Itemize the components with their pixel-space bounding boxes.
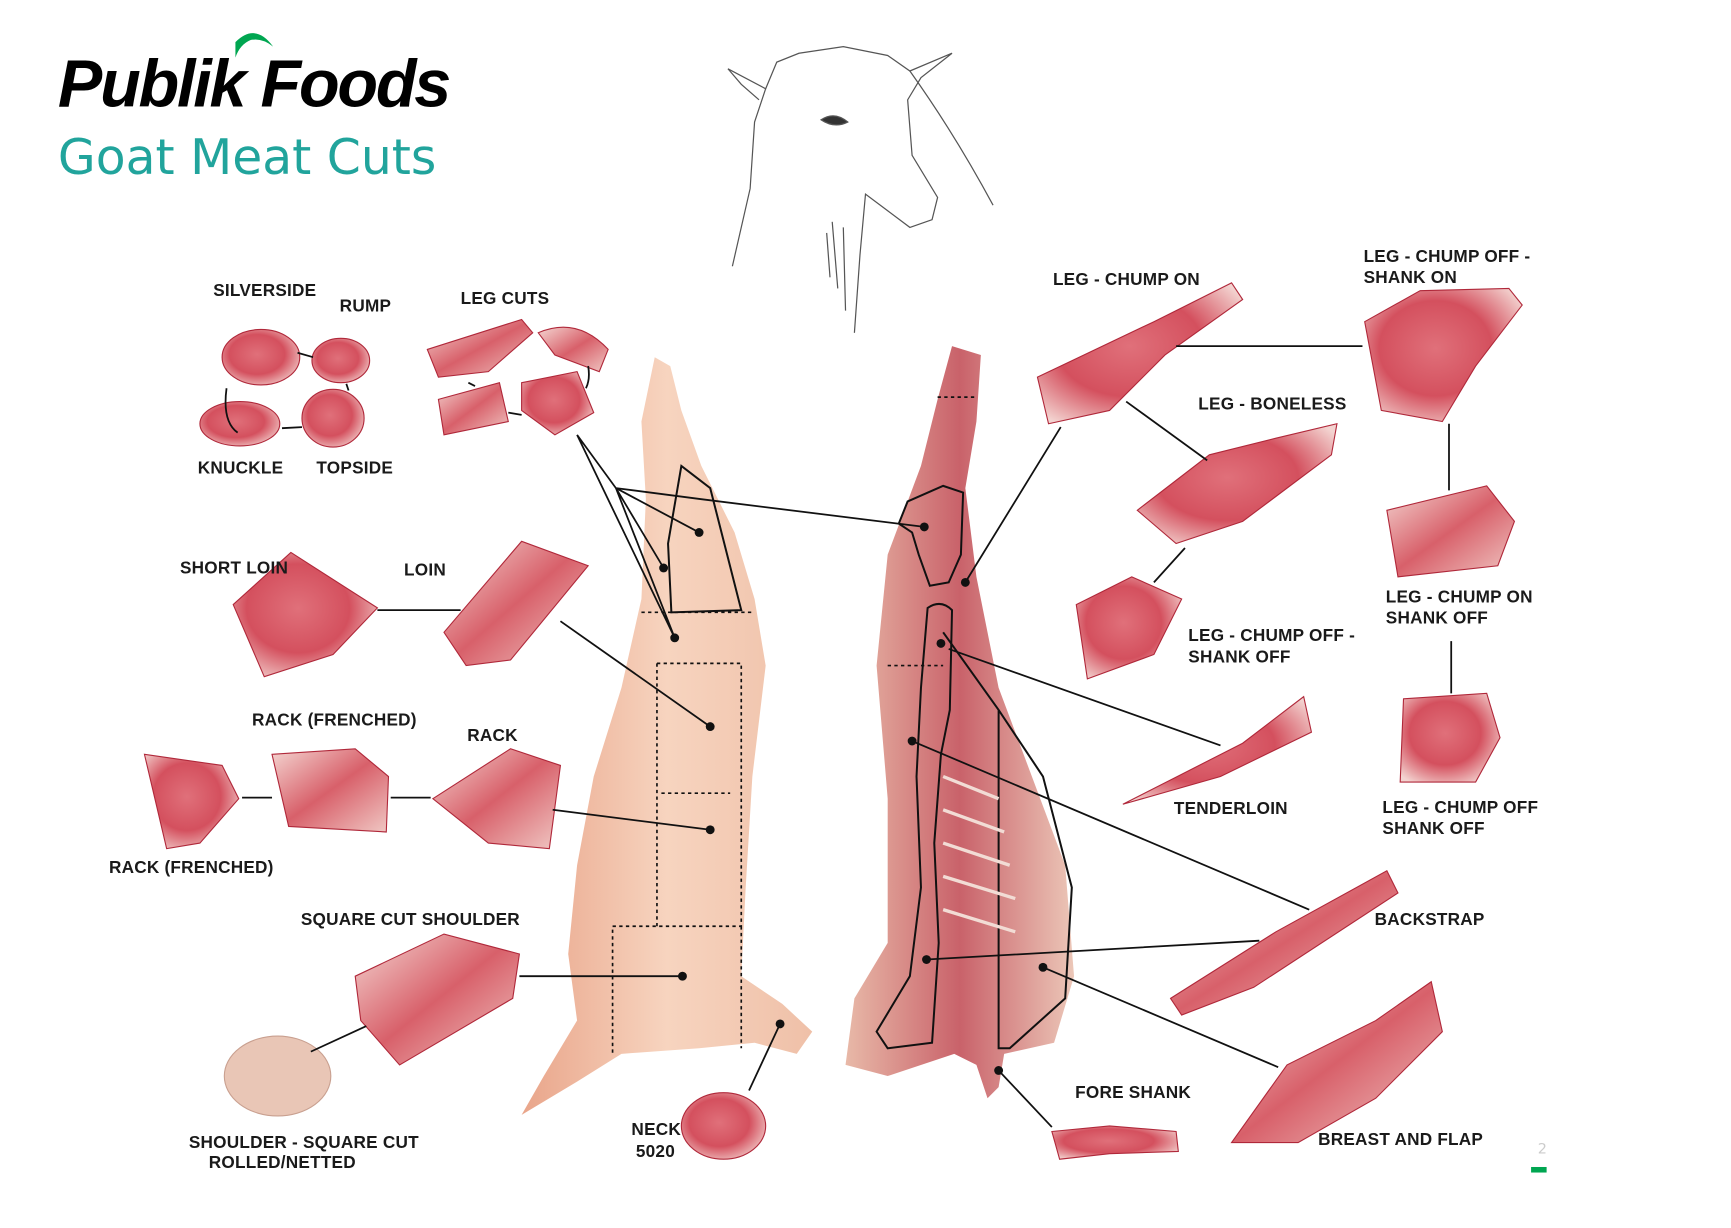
loin-image [443, 540, 590, 667]
leg-cut-4-image [521, 370, 595, 436]
label-short-loin: SHORT LOIN [180, 558, 288, 578]
label-leg-chump-off-shank-on-line2: SHANK ON [1364, 267, 1457, 287]
label-loin: LOIN [404, 560, 446, 580]
label-leg-cuts: LEG CUTS [461, 288, 550, 308]
tenderloin-image [1122, 695, 1313, 805]
label-square-cut-shoulder: SQUARE CUT SHOULDER [301, 909, 520, 929]
page-number: 2 [1538, 1142, 1547, 1158]
short-loin-image [232, 551, 379, 678]
label-leg-chump-on-shank-off-line2: SHANK OFF [1386, 607, 1488, 627]
square-cut-shoulder-image [354, 933, 521, 1066]
leg-chump-off-shank-on-image [1364, 287, 1523, 423]
label-fore-shank: FORE SHANK [1075, 1082, 1191, 1102]
topside-image [301, 388, 365, 448]
carcass-inner-view [845, 346, 1075, 1099]
rack-frenched-left-image [143, 753, 240, 850]
page-accent-bar [1531, 1166, 1547, 1173]
label-tenderloin: TENDERLOIN [1174, 798, 1288, 818]
leg-cut-1-image [426, 318, 534, 378]
label-rump: RUMP [340, 296, 392, 316]
label-rack-frenched-bottom: RACK (FRENCHED) [109, 857, 274, 877]
leg-boneless-image [1136, 423, 1338, 545]
label-topside: TOPSIDE [316, 458, 393, 478]
goat-head-sketch [727, 45, 994, 333]
shoulder-rolled-image [223, 1035, 332, 1117]
silverside-image [221, 328, 301, 386]
label-leg-chump-off-shank-off-b-line1: LEG - CHUMP OFF [1382, 797, 1538, 817]
backstrap-image [1169, 870, 1399, 1016]
brand-logo: Publik Foods [58, 33, 452, 121]
brand-name: Publik Foods [58, 47, 449, 121]
label-leg-chump-on: LEG - CHUMP ON [1053, 269, 1200, 289]
label-leg-chump-off-shank-off-a-line1: LEG - CHUMP OFF - [1188, 625, 1355, 645]
label-shoulder-rolled-line2: ROLLED/NETTED [209, 1152, 356, 1172]
leg-chump-off-shank-off-b-image [1399, 692, 1501, 783]
leader-lines [310, 426, 1310, 1128]
neck-image [680, 1092, 767, 1160]
carcass-outer-view [521, 357, 813, 1115]
label-shoulder-rolled-line1: SHOULDER - SQUARE CUT [189, 1132, 419, 1152]
label-leg-chump-on-shank-off-line1: LEG - CHUMP ON [1386, 586, 1533, 606]
leg-chump-on-image [1036, 282, 1244, 425]
cut-labels: SILVERSIDE RUMP LEG CUTS KNUCKLE TOPSIDE… [109, 246, 1538, 1172]
leaf-icon [235, 33, 274, 58]
leg-cut-2-image [537, 326, 609, 373]
label-leg-chump-off-shank-on-line1: LEG - CHUMP OFF - [1364, 246, 1531, 266]
page-title: Goat Meat Cuts [58, 129, 436, 186]
label-leg-chump-off-shank-off-b-line2: SHANK OFF [1382, 818, 1484, 838]
label-leg-boneless: LEG - BONELESS [1198, 393, 1346, 413]
label-knuckle: KNUCKLE [198, 458, 284, 478]
rack-frenched-middle-image [271, 748, 390, 833]
label-rack-frenched-top: RACK (FRENCHED) [252, 709, 417, 729]
leg-chump-off-shank-off-a-image [1075, 576, 1183, 680]
label-backstrap: BACKSTRAP [1375, 909, 1485, 929]
label-neck: NECK [631, 1119, 681, 1139]
leg-chump-on-shank-off-image [1386, 485, 1516, 578]
knuckle-image [199, 401, 281, 447]
leg-cut-3-image [437, 382, 509, 436]
fore-shank-image [1051, 1125, 1179, 1160]
breast-and-flap-image [1230, 980, 1443, 1144]
label-rack: RACK [467, 725, 518, 745]
rack-image [431, 748, 562, 850]
label-neck-code: 5020 [636, 1141, 675, 1161]
cut-images [143, 282, 1523, 1160]
label-leg-chump-off-shank-off-a-line2: SHANK OFF [1188, 646, 1290, 666]
label-silverside: SILVERSIDE [213, 280, 316, 300]
rump-image [311, 337, 371, 384]
label-breast-and-flap: BREAST AND FLAP [1318, 1129, 1483, 1149]
